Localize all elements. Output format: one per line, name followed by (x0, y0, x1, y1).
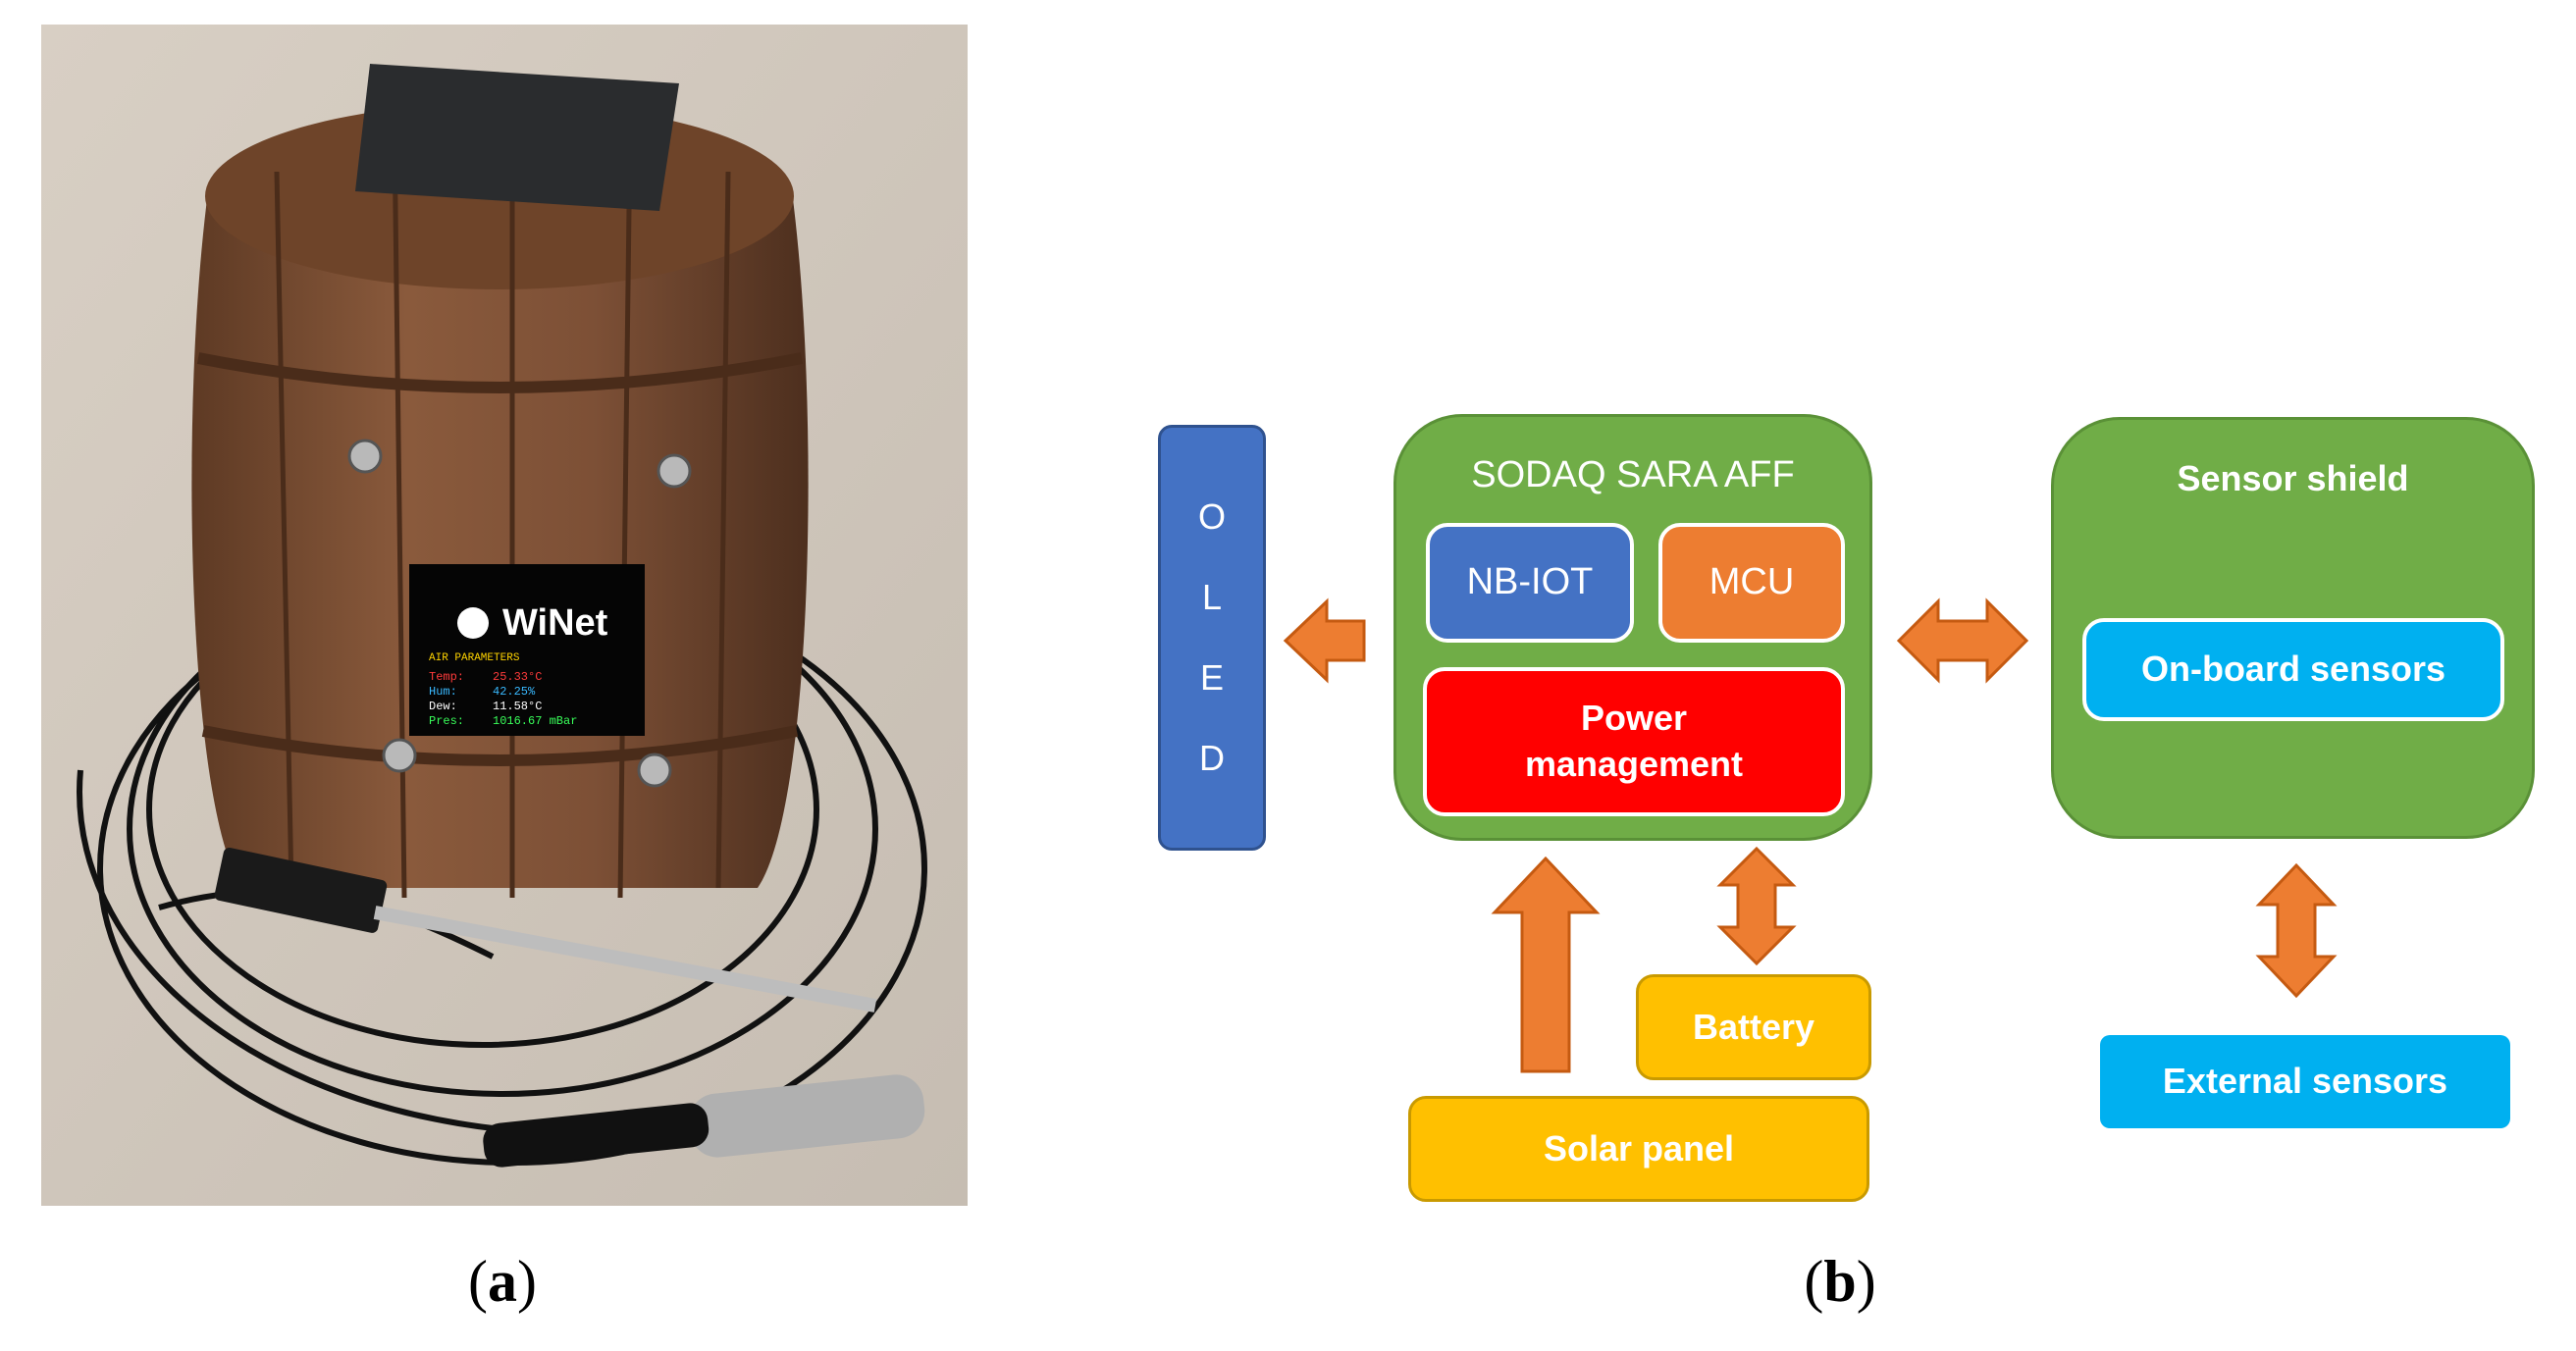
screen-label-pres: Pres: (429, 714, 464, 728)
screen-label-hum: Hum: (429, 685, 457, 699)
caption-a: (a) (468, 1249, 537, 1314)
screen-label-dew: Dew: (429, 700, 457, 713)
screen-heading: AIR PARAMETERS (429, 652, 520, 664)
oled-letter: D (1199, 738, 1225, 778)
screen-label-temp: Temp: (429, 670, 464, 684)
power-management-block: Power management (1423, 667, 1845, 816)
battery-block: Battery (1636, 974, 1871, 1080)
sodaq-title: SODAQ SARA AFF (1471, 454, 1795, 495)
arrow-shield-external (2255, 862, 2338, 999)
external-sensors-block: External sensors (2100, 1035, 2510, 1128)
oled-letter: O (1197, 496, 1226, 537)
arrow-solar-to-power (1491, 856, 1601, 1073)
caption-b: (b) (1804, 1249, 1876, 1314)
arrow-battery-power (1716, 846, 1797, 966)
oled-letter: E (1199, 657, 1224, 698)
screen-logo: WiNet (502, 602, 608, 644)
oled-block: O L E D (1158, 425, 1266, 851)
solar-panel-block: Solar panel (1408, 1096, 1869, 1202)
arrow-sodaq-shield (1896, 598, 2029, 684)
screen-value-temp: 25.33°C (493, 670, 542, 684)
nbiot-block: NB-IOT (1426, 523, 1634, 643)
oled-letter: L (1201, 577, 1223, 617)
onboard-sensors-block: On-board sensors (2082, 618, 2504, 721)
sensor-shield-title: Sensor shield (2177, 458, 2409, 498)
screen-value-hum: 42.25% (493, 685, 536, 699)
screen-value-dew: 11.58°C (493, 700, 542, 713)
arrow-to-oled (1283, 598, 1366, 684)
screen-value-pres: 1016.67 mBar (493, 714, 577, 728)
mcu-block: MCU (1658, 523, 1845, 643)
device-photo: WiNet AIR PARAMETERS Temp: 25.33°C Hum: … (41, 25, 968, 1206)
